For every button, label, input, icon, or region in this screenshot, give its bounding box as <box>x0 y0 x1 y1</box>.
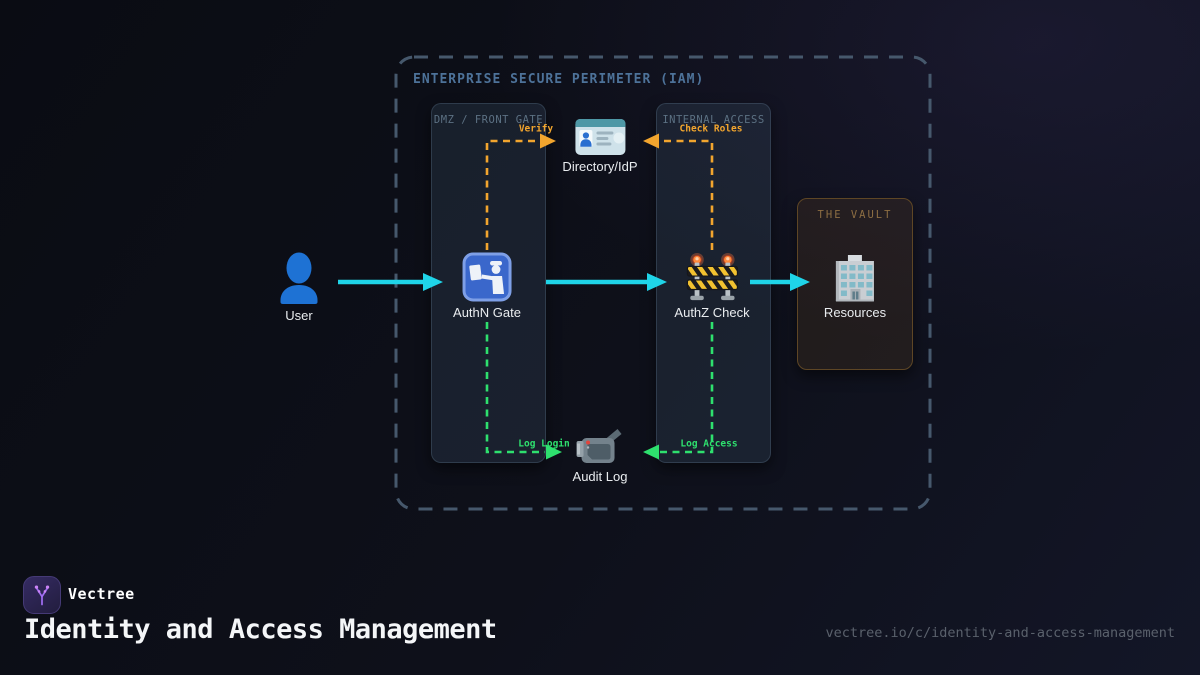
node-authz-check: AuthZ Check <box>674 252 750 320</box>
construction-barrier-icon <box>686 252 738 301</box>
person-silhouette-icon <box>280 252 318 304</box>
node-authn-gate-label: AuthN Gate <box>453 305 521 320</box>
edge-label-verify: Verify <box>518 123 554 135</box>
node-audit-log: Audit Log <box>572 426 628 484</box>
node-directory-idp: Directory/IdP <box>562 118 638 174</box>
page-title: Identity and Access Management <box>24 614 497 645</box>
brand-name: Vectree <box>68 585 135 603</box>
node-resources: Resources <box>824 254 886 320</box>
node-user-label: User <box>285 308 313 323</box>
edge-label-check-roles: Check Roles <box>679 123 743 135</box>
node-directory-idp-label: Directory/IdP <box>562 159 638 174</box>
arrow-user-to-authn <box>338 273 443 291</box>
office-building-icon <box>835 255 874 302</box>
zone-the-vault-label: THE VAULT <box>817 209 893 221</box>
id-card-icon <box>574 119 625 155</box>
node-resources-label: Resources <box>823 305 887 320</box>
page-url: vectree.io/c/identity-and-access-managem… <box>825 625 1176 641</box>
vectree-logo <box>23 576 61 614</box>
node-audit-log-label: Audit Log <box>572 469 628 484</box>
passport-control-icon <box>462 252 512 302</box>
edge-label-log-login: Log Login <box>518 438 570 450</box>
node-authz-check-label: AuthZ Check <box>674 305 750 320</box>
node-user: User <box>276 251 322 323</box>
vectree-logo-icon <box>34 585 50 606</box>
arrow-authn-to-authz <box>546 273 667 291</box>
node-authn-gate: AuthN Gate <box>453 252 521 320</box>
video-camera-icon <box>577 429 622 463</box>
perimeter-title: ENTERPRISE SECURE PERIMETER (IAM) <box>413 72 705 87</box>
edge-label-log-access: Log Access <box>680 438 738 450</box>
